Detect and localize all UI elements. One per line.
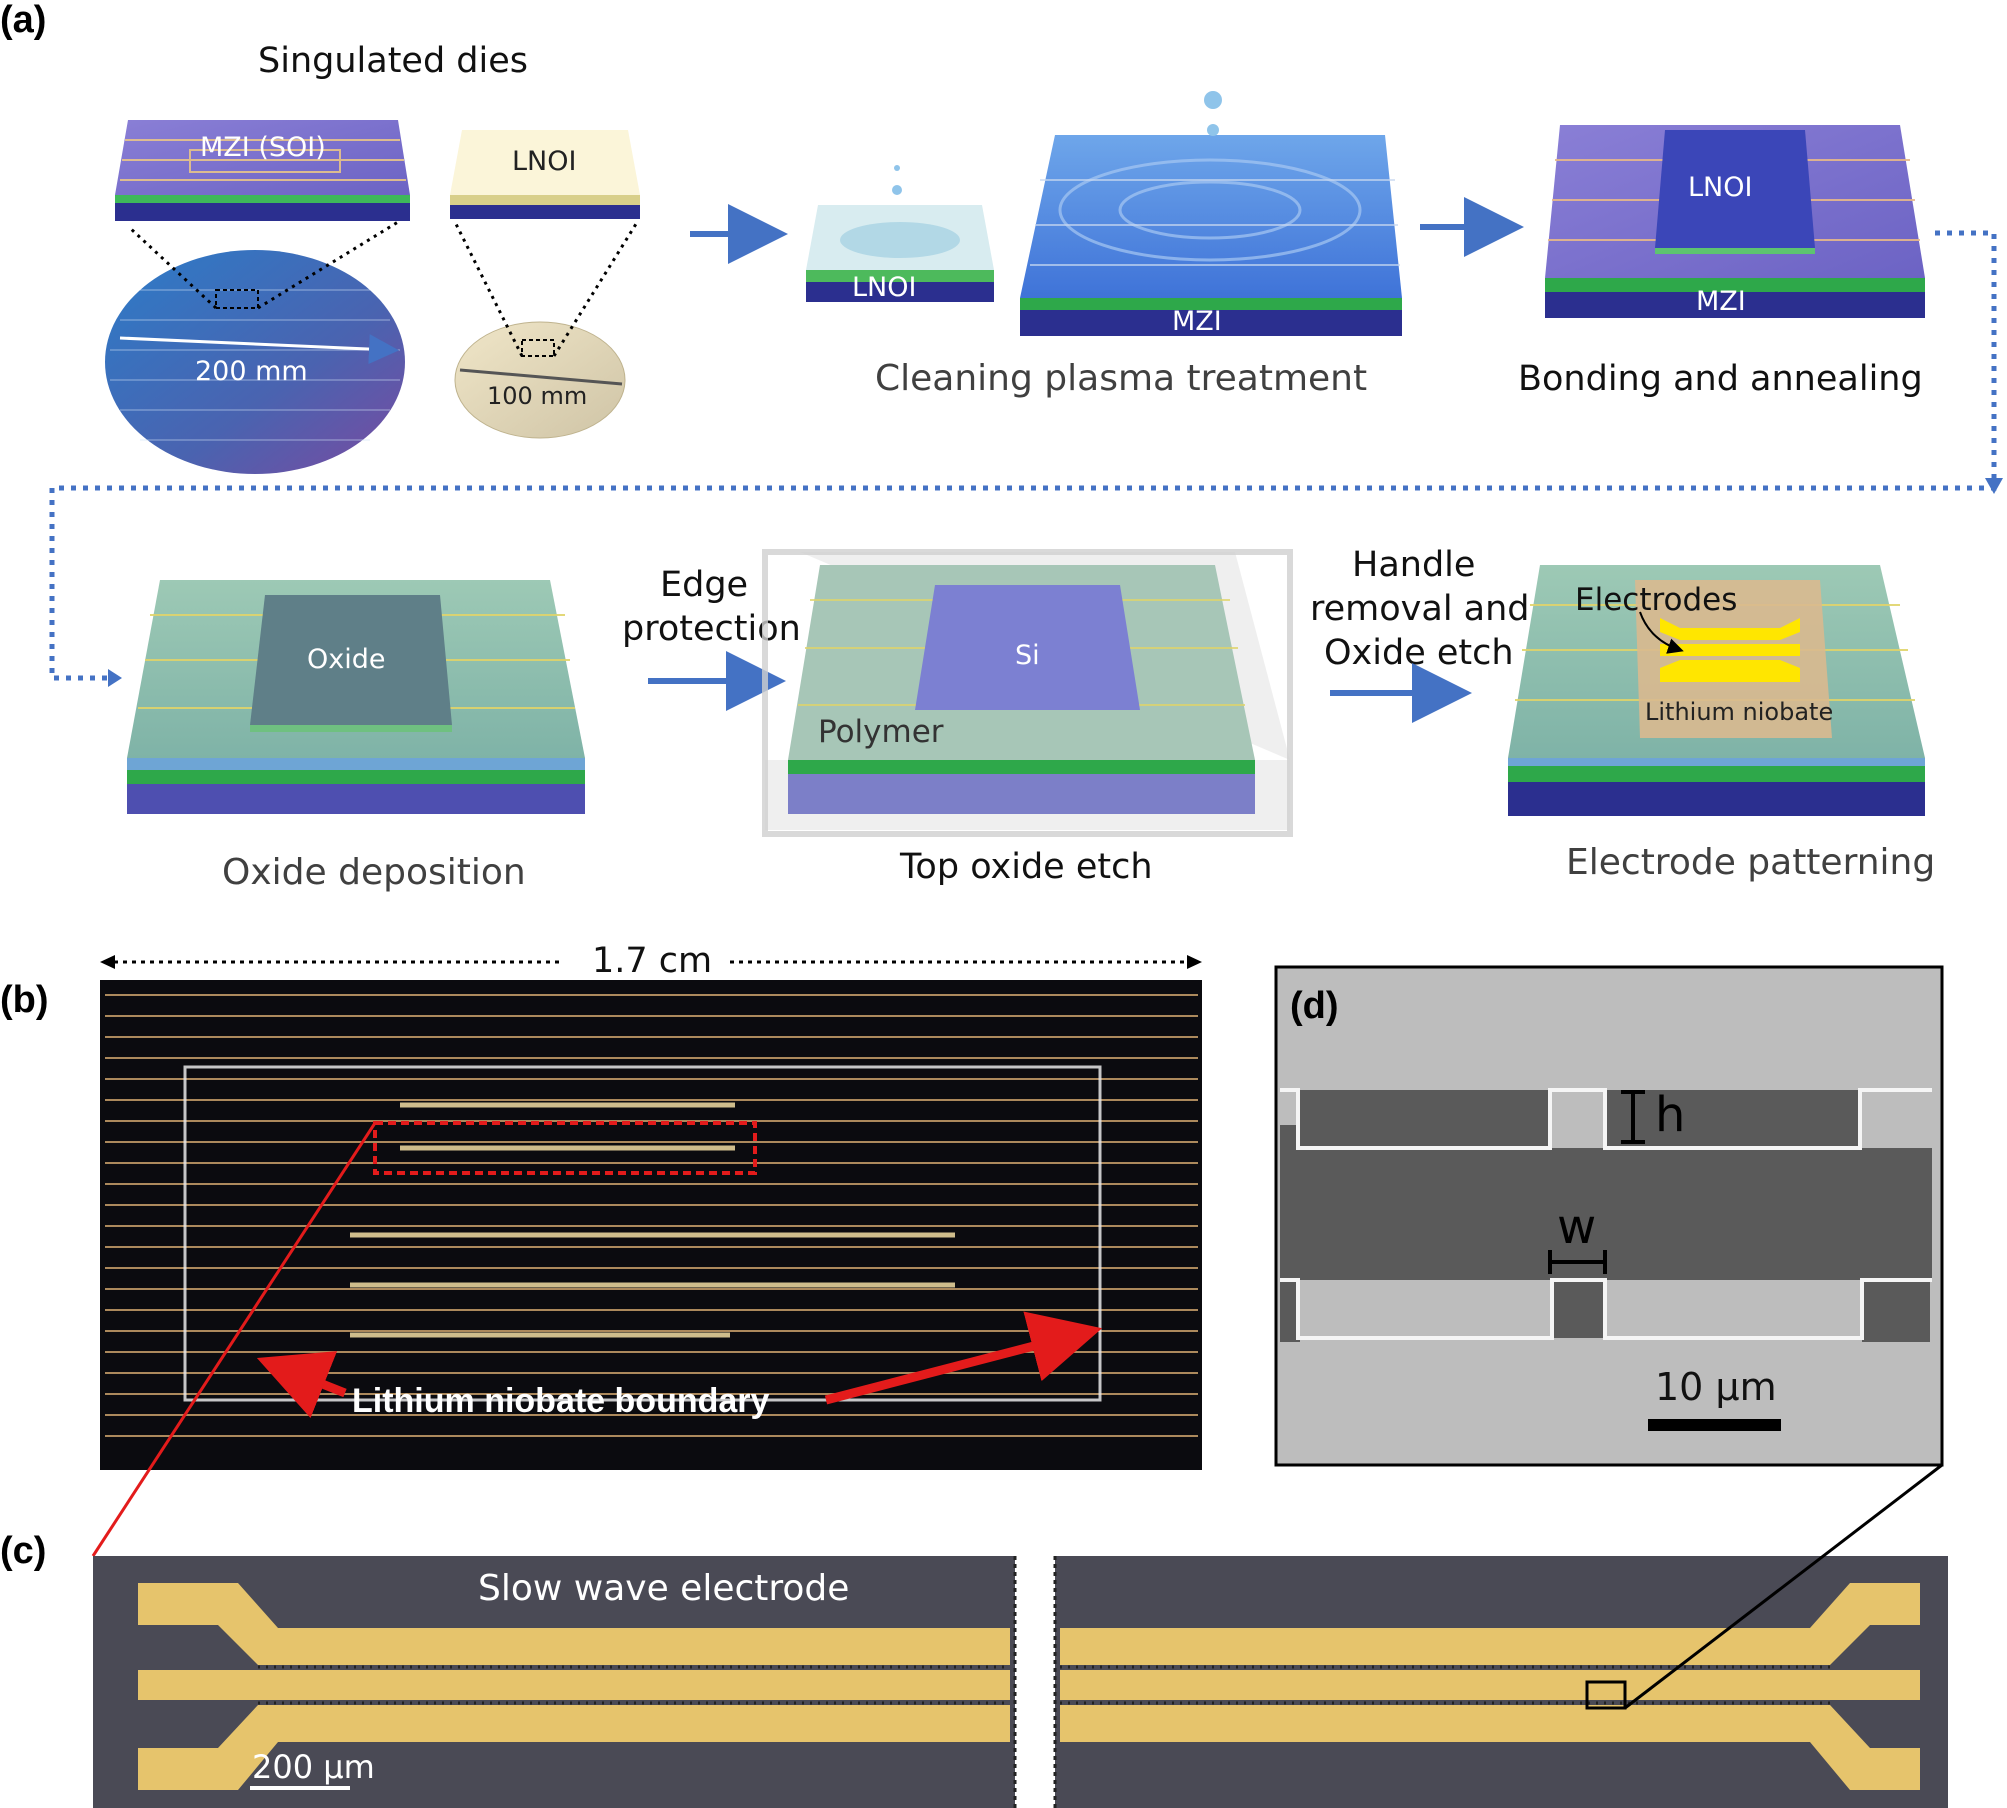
panel-b-letter: (b): [0, 979, 49, 1021]
lithium-niobate-boundary-label: Lithium niobate boundary: [352, 1382, 770, 1420]
scale-b-head-right: [1187, 955, 1202, 969]
bonded-chip: LNOI MZI: [1545, 125, 1925, 318]
zoom-line-lnoi-left: [454, 223, 524, 357]
panel-c-letter: (c): [0, 1530, 46, 1572]
zoom-line-left: [128, 226, 218, 310]
edge-protection-line2: protection: [622, 609, 801, 649]
zoom-line-b-to-c: [91, 1122, 377, 1557]
cleaning-lnoi-label: LNOI: [852, 272, 916, 303]
top-etch-caption: Top oxide etch: [899, 847, 1153, 887]
mzi-soi-die: MZI (SOI): [115, 120, 410, 221]
edge-protection-line1: Edge: [660, 565, 748, 605]
wafer-100-label: 100 mm: [487, 382, 587, 410]
flow-connector-head-down: [1985, 478, 2003, 494]
polymer-label: Polymer: [818, 714, 944, 750]
wafer-200-label: 200 mm: [195, 356, 308, 387]
cleaning-mzi-label: MZI: [1172, 306, 1222, 337]
scale-d-label: 10 μm: [1655, 1365, 1777, 1409]
si-label: Si: [1015, 640, 1040, 671]
zoom-line-lnoi-right: [552, 223, 638, 357]
flow-connector-head-right: [108, 669, 122, 687]
oxide-caption: Oxide deposition: [222, 852, 526, 893]
scale-c-label: 200 μm: [252, 1748, 375, 1786]
scale-b-label: 1.7 cm: [592, 941, 712, 981]
mzi-soi-label: MZI (SOI): [200, 132, 326, 163]
slow-wave-micrograph: [93, 1556, 1948, 1808]
electrodes-label: Electrodes: [1575, 582, 1737, 618]
h-label: h: [1655, 1087, 1685, 1143]
lithium-niobate-label: Lithium niobate: [1645, 698, 1833, 726]
oxide-label: Oxide: [307, 644, 385, 675]
handle-line1: Handle: [1352, 545, 1475, 585]
sem-image: [1274, 965, 1944, 1467]
zoom-line-c-to-d: [1624, 1463, 1943, 1710]
cleaning-lnoi-die: LNOI: [806, 165, 994, 303]
scale-b-head-left: [100, 955, 115, 969]
electrode-caption: Electrode patterning: [1566, 842, 1935, 883]
wafer-100mm: 100 mm: [454, 321, 626, 439]
cleaning-caption: Cleaning plasma treatment: [875, 358, 1367, 399]
flow-connector-dotted: [49, 230, 1997, 681]
cleaning-mzi-die: MZI: [1020, 91, 1402, 337]
boundary-arrow-left: [256, 1351, 347, 1419]
bonding-mzi-label: MZI: [1696, 286, 1746, 317]
bonding-lnoi-label: LNOI: [1688, 172, 1752, 203]
boundary-arrow-right: [824, 1311, 1103, 1405]
lnoi-die-label: LNOI: [512, 146, 576, 177]
panel-d-letter: (d): [1290, 985, 1339, 1027]
panel-a-letter: (a): [0, 0, 46, 41]
lnoi-die: LNOI: [450, 130, 640, 219]
oxide-chip: Oxide: [127, 580, 585, 814]
w-label: w: [1557, 1199, 1596, 1255]
bonding-caption: Bonding and annealing: [1518, 359, 1923, 399]
wafer-200mm: 200 mm: [105, 250, 405, 474]
electrode-chip: Electrodes Lithium niobate: [1508, 565, 1925, 816]
slow-wave-title: Slow wave electrode: [478, 1568, 849, 1609]
polymer-chip: Si Polymer: [762, 549, 1293, 837]
handle-line3: Oxide etch: [1324, 633, 1514, 673]
singulated-dies-title: Singulated dies: [258, 41, 528, 81]
zoom-line-right: [257, 220, 399, 310]
handle-line2: removal and: [1310, 589, 1530, 629]
